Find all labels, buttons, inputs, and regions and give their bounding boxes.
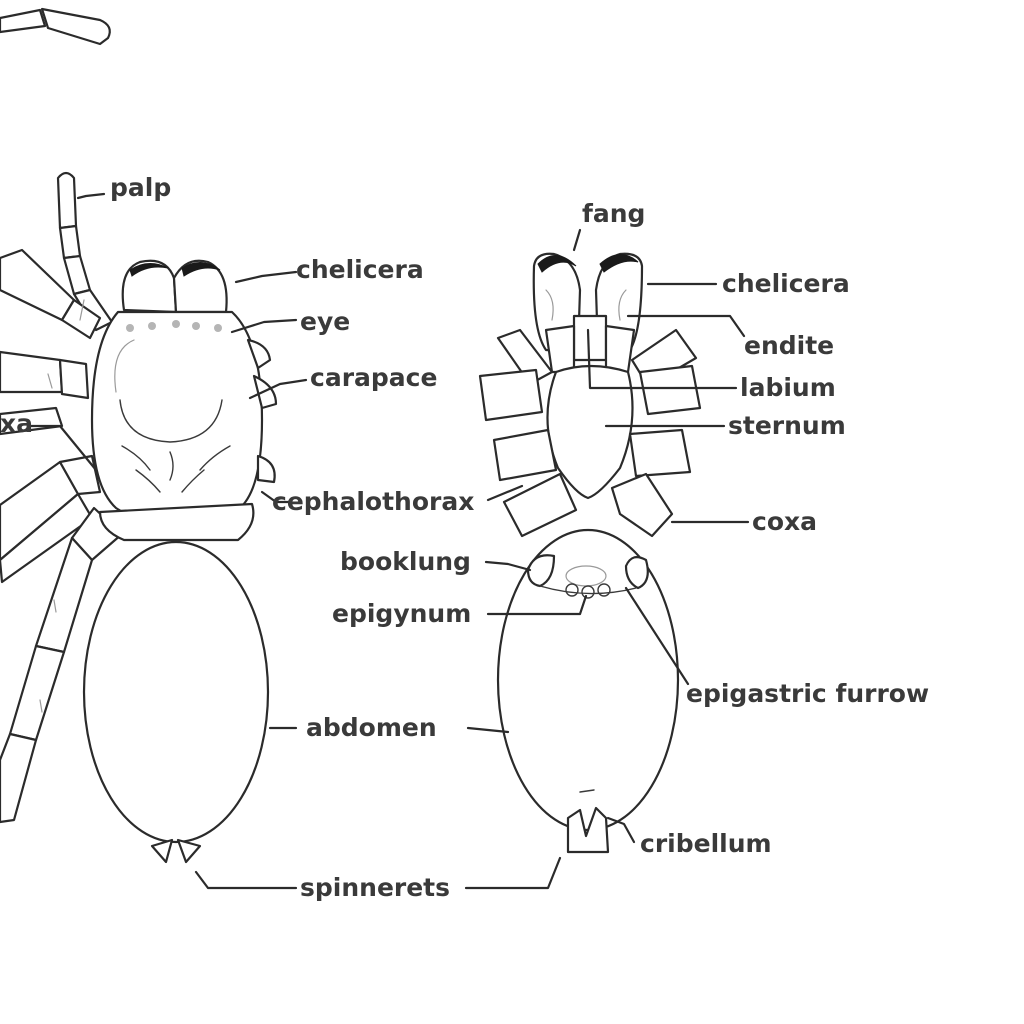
left-legs	[0, 248, 124, 824]
label-epigynum: epigynum	[332, 599, 471, 628]
endite-left	[544, 324, 576, 374]
fang-right	[599, 254, 639, 273]
dorsal-abdomen	[82, 540, 270, 864]
cribellum-shape	[566, 806, 610, 854]
carapace	[90, 310, 278, 530]
labels: palp fang chelicera chelicera eye endite…	[0, 173, 929, 902]
label-chelicera-dorsal: chelicera	[296, 255, 424, 284]
label-coxa-partial: xa	[0, 409, 33, 438]
label-epigastric-furrow: epigastric furrow	[686, 679, 929, 708]
eye-row	[126, 320, 222, 332]
dorsal-view	[0, 7, 278, 864]
ventral-abdomen	[496, 528, 680, 854]
label-sternum: sternum	[728, 411, 846, 440]
coxae-right	[610, 328, 702, 538]
booklung-left	[526, 554, 556, 588]
label-abdomen: abdomen	[306, 713, 437, 742]
epigynum-shape	[565, 565, 611, 599]
labium	[572, 314, 608, 362]
label-carapace: carapace	[310, 363, 437, 392]
label-labium: labium	[740, 373, 836, 402]
dorsal-chelicerae	[121, 259, 228, 314]
label-cephalothorax: cephalothorax	[272, 487, 474, 516]
label-endite: endite	[744, 331, 834, 360]
endite-right	[604, 324, 636, 374]
ventral-view	[478, 252, 702, 854]
label-fang: fang	[582, 199, 645, 228]
label-booklung: booklung	[340, 547, 471, 576]
label-spinnerets: spinnerets	[300, 873, 450, 902]
booklung-right	[624, 555, 649, 590]
leader-lines	[28, 192, 750, 890]
label-palp: palp	[110, 173, 171, 202]
coxae-left	[478, 328, 578, 538]
pedicel	[98, 502, 255, 542]
fang-left	[537, 255, 577, 273]
label-eye: eye	[300, 307, 350, 336]
leg-tip-top	[0, 7, 111, 46]
label-cribellum: cribellum	[640, 829, 772, 858]
label-chelicera-ventral: chelicera	[722, 269, 850, 298]
label-coxa: coxa	[752, 507, 817, 536]
